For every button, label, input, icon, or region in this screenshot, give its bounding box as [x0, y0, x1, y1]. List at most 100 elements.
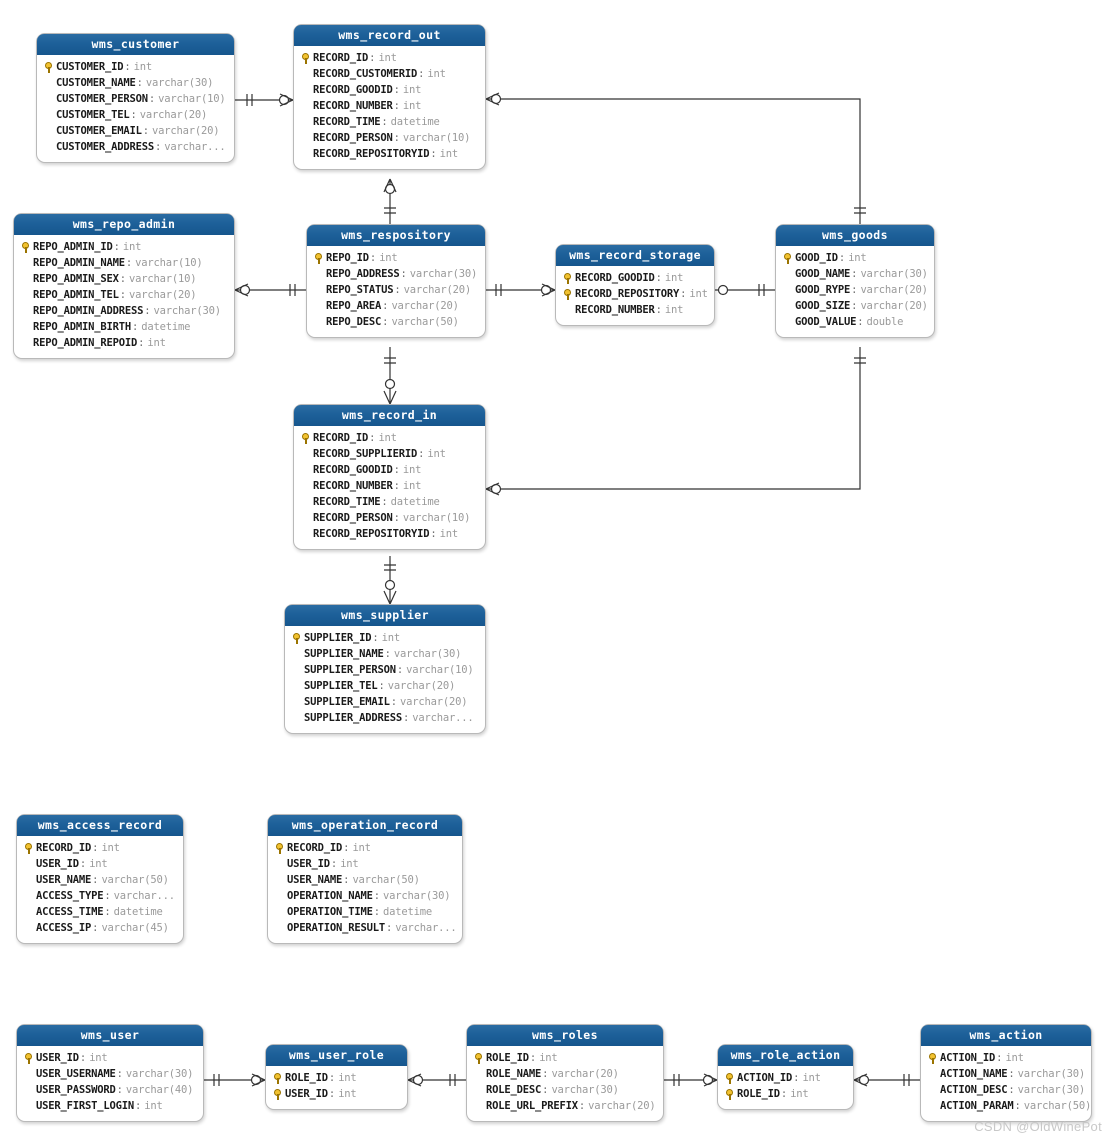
- column-row[interactable]: SUPPLIER_ADDRESS:varchar...: [289, 710, 479, 726]
- column-row[interactable]: USER_FIRST_LOGIN:int: [21, 1098, 197, 1114]
- column-separator: :: [542, 1084, 549, 1096]
- column-row[interactable]: RECORD_NUMBER:int: [298, 478, 479, 494]
- column-row[interactable]: REPO_ADMIN_SEX:varchar(10): [18, 271, 228, 287]
- column-row[interactable]: ROLE_ID:int: [722, 1086, 847, 1102]
- column-row[interactable]: USER_ID:int: [272, 856, 456, 872]
- column-row[interactable]: USER_ID:int: [21, 856, 177, 872]
- column-row[interactable]: CUSTOMER_PERSON:varchar(10): [41, 91, 228, 107]
- column-row[interactable]: CUSTOMER_NAME:varchar(30): [41, 75, 228, 91]
- column-row[interactable]: GOOD_NAME:varchar(30): [780, 266, 928, 282]
- column-row[interactable]: ACCESS_IP:varchar(45): [21, 920, 177, 936]
- column-row[interactable]: ROLE_DESC:varchar(30): [471, 1082, 657, 1098]
- entity-title: wms_supplier: [285, 605, 485, 626]
- column-row[interactable]: RECORD_SUPPLIERID:int: [298, 446, 479, 462]
- primary-key-icon: [289, 632, 304, 644]
- column-row[interactable]: RECORD_ID:int: [272, 840, 456, 856]
- column-row[interactable]: GOOD_VALUE:double: [780, 314, 928, 330]
- column-row[interactable]: USER_PASSWORD:varchar(40): [21, 1082, 197, 1098]
- column-row[interactable]: ACTION_NAME:varchar(30): [925, 1066, 1085, 1082]
- column-row[interactable]: OPERATION_TIME:datetime: [272, 904, 456, 920]
- column-row[interactable]: GOOD_RYPE:varchar(20): [780, 282, 928, 298]
- column-row[interactable]: REPO_ID:int: [311, 250, 479, 266]
- column-row[interactable]: USER_ID:int: [270, 1086, 401, 1102]
- column-row[interactable]: OPERATION_NAME:varchar(30): [272, 888, 456, 904]
- column-row[interactable]: RECORD_CUSTOMERID:int: [298, 66, 479, 82]
- column-name: SUPPLIER_EMAIL: [304, 696, 390, 708]
- column-row[interactable]: RECORD_PERSON:varchar(10): [298, 130, 479, 146]
- column-type: varchar(20): [129, 289, 197, 301]
- column-row[interactable]: ROLE_NAME:varchar(20): [471, 1066, 657, 1082]
- column-row[interactable]: ROLE_URL_PREFIX:varchar(20): [471, 1098, 657, 1114]
- column-row[interactable]: RECORD_TIME:datetime: [298, 114, 479, 130]
- column-row[interactable]: ACTION_ID:int: [722, 1070, 847, 1086]
- column-row[interactable]: REPO_ADMIN_REPOID:int: [18, 335, 228, 351]
- column-row[interactable]: CUSTOMER_EMAIL:varchar(20): [41, 123, 228, 139]
- column-row[interactable]: SUPPLIER_ID:int: [289, 630, 479, 646]
- column-row[interactable]: USER_ID:int: [21, 1050, 197, 1066]
- column-row[interactable]: ACTION_ID:int: [925, 1050, 1085, 1066]
- column-row[interactable]: USER_NAME:varchar(50): [272, 872, 456, 888]
- column-row[interactable]: RECORD_REPOSITORYID:int: [298, 146, 479, 162]
- column-row[interactable]: RECORD_ID:int: [298, 430, 479, 446]
- column-row[interactable]: REPO_DESC:varchar(50): [311, 314, 479, 330]
- column-row[interactable]: RECORD_GOODID:int: [298, 462, 479, 478]
- column-row[interactable]: SUPPLIER_PERSON:varchar(10): [289, 662, 479, 678]
- column-row[interactable]: REPO_AREA:varchar(20): [311, 298, 479, 314]
- column-row[interactable]: REPO_STATUS:varchar(20): [311, 282, 479, 298]
- column-row[interactable]: ACTION_DESC:varchar(30): [925, 1082, 1085, 1098]
- column-row[interactable]: RECORD_ID:int: [298, 50, 479, 66]
- primary-key-icon: [18, 241, 33, 253]
- column-row[interactable]: RECORD_NUMBER:int: [560, 302, 708, 318]
- column-row[interactable]: REPO_ADMIN_TEL:varchar(20): [18, 287, 228, 303]
- column-row[interactable]: RECORD_PERSON:varchar(10): [298, 510, 479, 526]
- column-row[interactable]: CUSTOMER_ID:int: [41, 59, 228, 75]
- rel-record-in-supplier: [383, 556, 397, 605]
- column-row[interactable]: OPERATION_RESULT:varchar...: [272, 920, 457, 936]
- column-separator: :: [418, 68, 425, 80]
- column-row[interactable]: CUSTOMER_TEL:varchar(20): [41, 107, 228, 123]
- column-row[interactable]: REPO_ADMIN_BIRTH:datetime: [18, 319, 228, 335]
- column-row[interactable]: RECORD_REPOSITORY:int: [560, 286, 708, 302]
- column-row[interactable]: SUPPLIER_EMAIL:varchar(20): [289, 694, 479, 710]
- column-row[interactable]: USER_NAME:varchar(50): [21, 872, 177, 888]
- column-row[interactable]: USER_USERNAME:varchar(30): [21, 1066, 197, 1082]
- column-row[interactable]: RECORD_ID:int: [21, 840, 177, 856]
- column-row[interactable]: SUPPLIER_NAME:varchar(30): [289, 646, 479, 662]
- column-row[interactable]: REPO_ADMIN_ADDRESS:varchar(30): [18, 303, 228, 319]
- column-row[interactable]: REPO_ADMIN_ID:int: [18, 239, 228, 255]
- column-row[interactable]: ROLE_ID:int: [270, 1070, 401, 1086]
- column-row[interactable]: CUSTOMER_ADDRESS:varchar...: [41, 139, 228, 155]
- primary-key-icon: [41, 61, 56, 73]
- column-row[interactable]: GOOD_SIZE:varchar(20): [780, 298, 928, 314]
- column-row[interactable]: SUPPLIER_TEL:varchar(20): [289, 678, 479, 694]
- column-name: SUPPLIER_ADDRESS: [304, 712, 402, 724]
- column-type: varchar(50): [1023, 1100, 1092, 1112]
- column-row[interactable]: RECORD_GOODID:int: [560, 270, 708, 286]
- column-row[interactable]: ACTION_PARAM:varchar(50): [925, 1098, 1091, 1114]
- column-row[interactable]: RECORD_REPOSITORYID:int: [298, 526, 479, 542]
- column-row[interactable]: REPO_ADDRESS:varchar(30): [311, 266, 479, 282]
- column-row[interactable]: RECORD_TIME:datetime: [298, 494, 479, 510]
- column-row[interactable]: ROLE_ID:int: [471, 1050, 657, 1066]
- column-row[interactable]: RECORD_GOODID:int: [298, 82, 479, 98]
- column-row[interactable]: ACCESS_TIME:datetime: [21, 904, 177, 920]
- column-row[interactable]: REPO_ADMIN_NAME:varchar(10): [18, 255, 228, 271]
- column-row[interactable]: ACCESS_TYPE:varchar...: [21, 888, 177, 904]
- column-row[interactable]: RECORD_NUMBER:int: [298, 98, 479, 114]
- column-row[interactable]: GOOD_ID:int: [780, 250, 928, 266]
